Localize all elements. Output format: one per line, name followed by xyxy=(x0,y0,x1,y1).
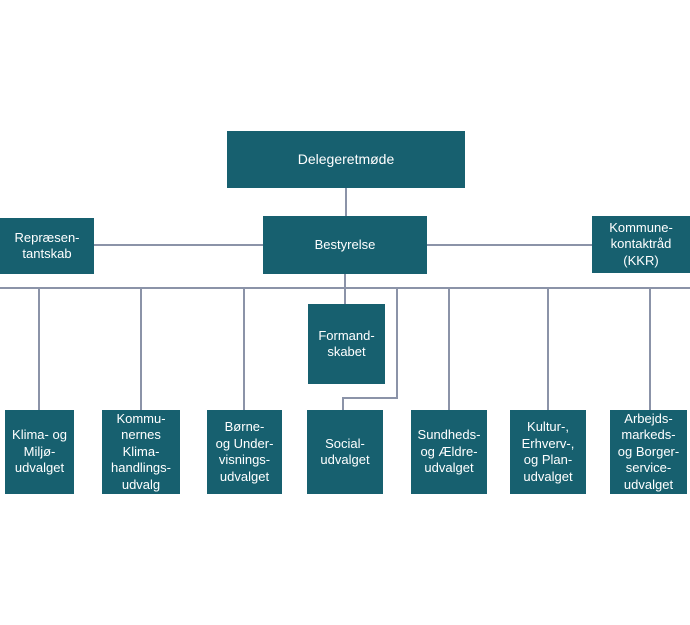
node-delegeretmoede: Delegeretmøde xyxy=(227,131,465,188)
connector-drop-kommunernes-klima xyxy=(140,289,142,410)
node-kommunekontaktraad: Kommune- kontaktråd (KKR) xyxy=(592,216,690,273)
node-bestyrelse: Bestyrelse xyxy=(263,216,427,274)
connector-drop-sundheds-aeldre xyxy=(448,289,450,410)
node-boerne-og-undervisningsudvalget: Børne- og Under- visnings- udvalget xyxy=(207,410,282,494)
node-repraesentantskab: Repræsen- tantskab xyxy=(0,218,94,274)
connector-bus-line xyxy=(0,287,690,289)
connector-drop-boerne-undervisning xyxy=(243,289,245,410)
node-klima-miljoe-udvalget: Klima- og Miljø- udvalget xyxy=(5,410,74,494)
connector-drop-arbejdsmarkeds xyxy=(649,289,651,410)
connector-bestyrelse-kommunekontaktraad xyxy=(427,244,592,246)
connector-drop-klima-miljoe xyxy=(38,289,40,410)
connector-drop-kultur-erhverv-plan xyxy=(547,289,549,410)
connector-drop-social-elbow xyxy=(342,397,398,399)
connector-delegeretmoede-bestyrelse xyxy=(345,188,347,216)
node-arbejdsmarkeds-og-borgerserviceudvalget: Arbejds- markeds- og Borger- service- ud… xyxy=(610,410,687,494)
node-kultur-erhverv-og-planudvalget: Kultur-, Erhverv-, og Plan- udvalget xyxy=(510,410,586,494)
node-kommunernes-klimahandlingsudvalg: Kommu- nernes Klima- handlings- udvalg xyxy=(102,410,180,494)
node-sundheds-og-aeldreudvalget: Sundheds- og Ældre- udvalget xyxy=(411,410,487,494)
connector-drop-social-stub xyxy=(342,399,344,410)
node-formandskabet: Formand- skabet xyxy=(308,304,385,384)
connector-bestyrelse-formandskabet xyxy=(344,274,346,304)
connector-drop-social-vertical xyxy=(396,289,398,399)
node-socialudvalget: Social- udvalget xyxy=(307,410,383,494)
connector-repraesentantskab-bestyrelse xyxy=(94,244,263,246)
